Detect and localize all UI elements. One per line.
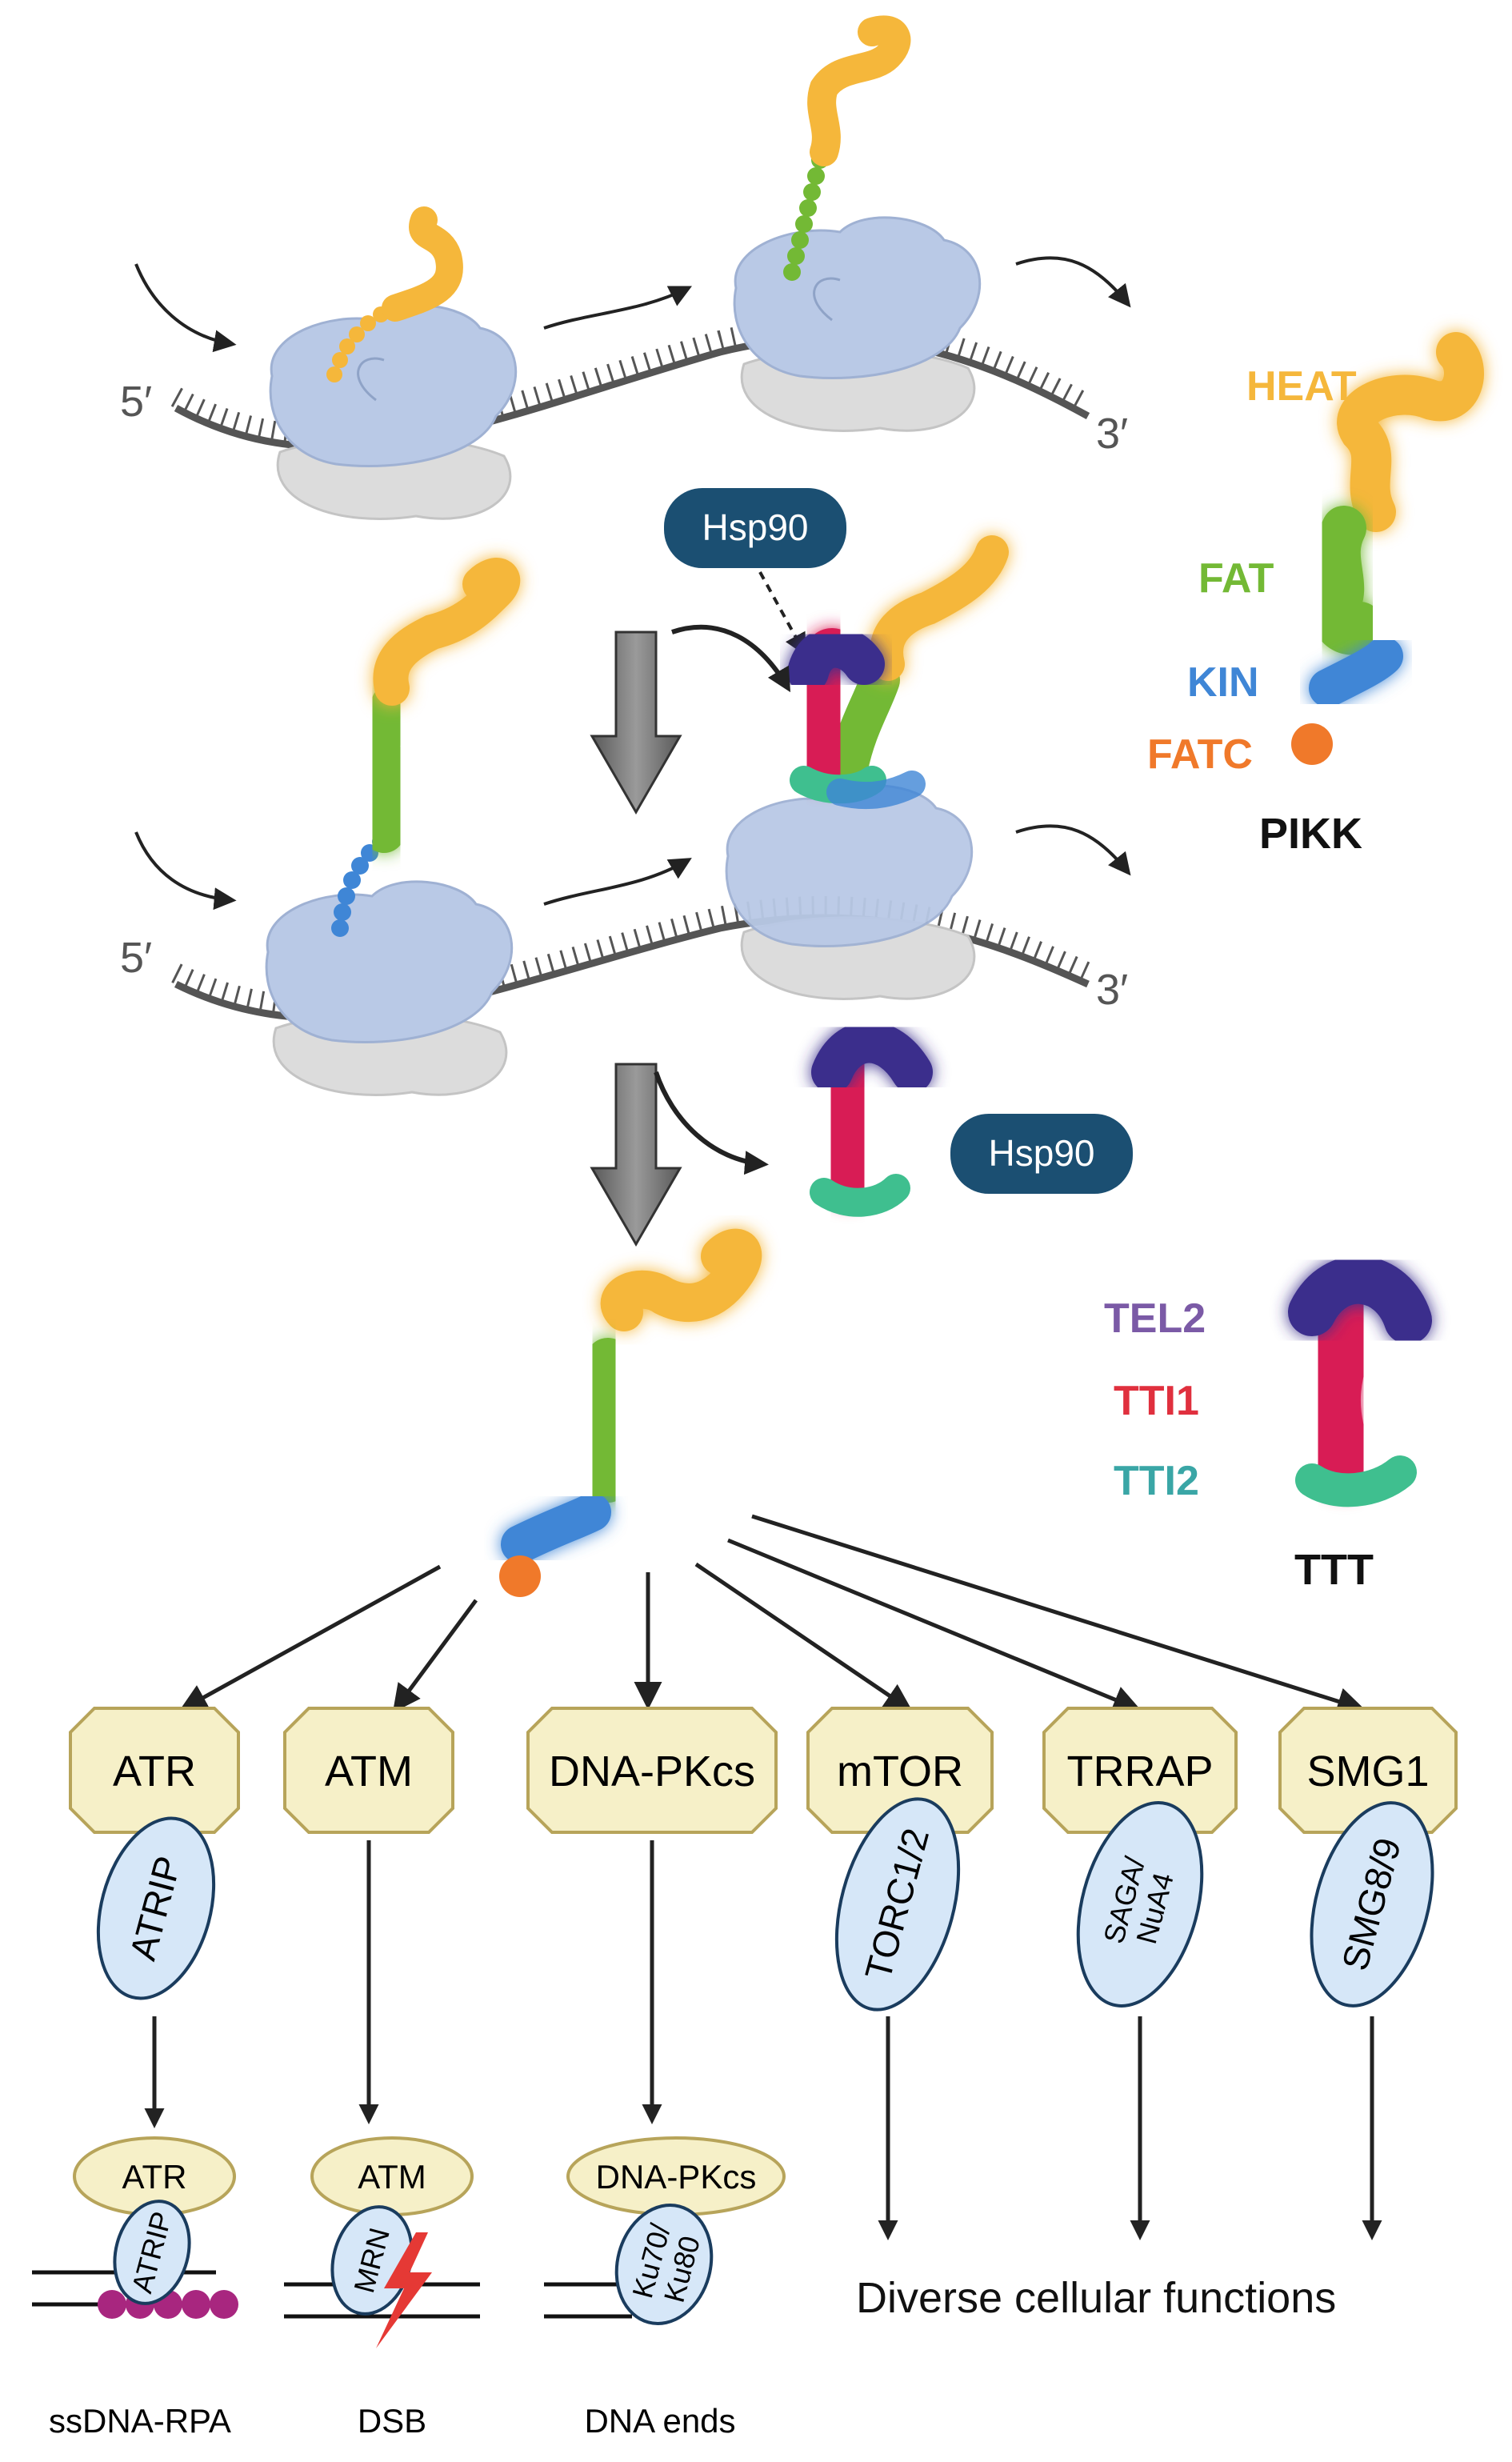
translation-row-2: 5′ 3′	[120, 535, 1131, 1096]
curved-arrow-release	[654, 1071, 769, 1175]
mrna-ticks	[170, 317, 1094, 446]
partner-atrip: ATRIP	[96, 1816, 216, 2000]
legend-heat-label: HEAT	[1246, 363, 1357, 410]
kinase-atr: ATR	[69, 1707, 240, 1834]
pikk-legend: HEAT FAT KIN FATC PIKK	[1147, 332, 1484, 858]
pikk-fat-domain	[1312, 506, 1382, 655]
context-atm-label: ATM	[358, 2158, 426, 2196]
hsp90-label-1: Hsp90	[702, 506, 809, 548]
legend-kin-label: KIN	[1187, 659, 1259, 706]
flow-arrow-1b	[543, 286, 693, 330]
five-prime-label: 5′	[120, 378, 152, 426]
ribosome-4	[725, 784, 976, 1000]
context-dnapkcs-label: DNA-PKcs	[596, 2158, 757, 2196]
partner-row: ATRIP TORC1/2 SAGA/NuA4 SMG8/9	[96, 1797, 1434, 2012]
five-prime-label-2: 5′	[120, 934, 152, 982]
fanout-arrows	[178, 1514, 1366, 1715]
context-dna-ends: DNA-PKcs Ku70/Ku80 DNA ends	[544, 2136, 786, 2440]
partner-torc: TORC1/2	[834, 1797, 961, 2012]
legend-fat-label: FAT	[1198, 555, 1274, 602]
kinase-trrap-label: TRRAP	[1066, 1747, 1213, 1795]
translation-row-1: 5′ 3′	[120, 15, 1131, 520]
ttt-bound-pikk	[787, 535, 1009, 810]
flow-arrow-2b	[543, 858, 692, 906]
dsb-lightning-icon	[376, 2232, 432, 2348]
kinase-row: ATR ATM DNA-PKcs mTOR TRRAP SMG1	[69, 1707, 1458, 1834]
curved-arrow-to-ttt	[671, 624, 791, 693]
nascent-chain-2	[783, 15, 911, 281]
flow-arrow-2a	[134, 831, 237, 911]
kinase-mtor-label: mTOR	[837, 1747, 963, 1795]
three-prime-label-2: 3′	[1096, 966, 1128, 1014]
legend-tel2-label: TEL2	[1104, 1295, 1206, 1342]
kinase-dnapkcs: DNA-PKcs	[526, 1707, 778, 1834]
legend-tti1-label: TTI1	[1114, 1378, 1199, 1424]
legend-ttt-title: TTT	[1294, 1546, 1374, 1594]
legend-pikk-title: PIKK	[1259, 810, 1362, 858]
hsp90-chip-1: Hsp90	[664, 488, 846, 568]
pikk-fatc-domain	[1291, 723, 1333, 765]
kinase-atm-label: ATM	[325, 1747, 413, 1795]
downstream-arrows	[144, 1840, 1382, 2240]
three-prime-label: 3′	[1096, 410, 1128, 458]
pikk-heat-domain	[1337, 332, 1484, 532]
flow-arrow-2c	[1015, 824, 1131, 876]
kinase-atr-label: ATR	[113, 1747, 196, 1795]
hsp90-label-2: Hsp90	[989, 1132, 1095, 1174]
nascent-chain-3	[331, 558, 521, 937]
legend-fatc-label: FATC	[1147, 731, 1253, 778]
outcome-label: Diverse cellular functions	[856, 2274, 1336, 2322]
hsp90-chip-2: Hsp90	[950, 1114, 1133, 1194]
context-ssdna-rpa: ATR ATRIP ssDNA-RPA	[32, 2136, 238, 2440]
flow-arrow-1a	[134, 263, 237, 353]
kinase-atm: ATM	[283, 1707, 454, 1834]
kinase-trrap: TRRAP	[1042, 1707, 1238, 1834]
legend-tti2-label: TTI2	[1114, 1458, 1199, 1504]
kinase-mtor: mTOR	[806, 1707, 994, 1834]
context-ssdna-rpa-label: ssDNA-RPA	[49, 2402, 231, 2440]
ribosome-1	[269, 304, 518, 520]
gray-step-arrow-1	[590, 631, 682, 815]
context-atr-label: ATR	[122, 2158, 187, 2196]
gray-step-arrow-2	[590, 1063, 682, 1247]
partner-smg89: SMG8/9	[1310, 1801, 1434, 2008]
released-ttt	[810, 1021, 933, 1217]
kinase-smg1-label: SMG1	[1306, 1747, 1429, 1795]
partner-saga: SAGA/NuA4	[1076, 1801, 1204, 2008]
hsp90-dashed-arrow	[758, 571, 806, 656]
kinase-dnapkcs-label: DNA-PKcs	[549, 1747, 755, 1795]
nascent-chain-1	[326, 206, 463, 382]
ribosome-3	[265, 880, 514, 1096]
context-dsb: ATM MRN DSB	[284, 2136, 480, 2440]
flow-arrow-1c	[1015, 256, 1131, 308]
ribosome-2	[733, 216, 982, 432]
ttt-legend: TEL2 TTI1 TTI2 TTT	[1104, 1255, 1432, 1594]
kinase-smg1: SMG1	[1278, 1707, 1458, 1834]
pikk-kin-domain	[1309, 637, 1403, 707]
context-dsb-label: DSB	[358, 2402, 426, 2440]
mature-pikk	[499, 1228, 762, 1597]
context-dna-ends-label: DNA ends	[584, 2402, 735, 2440]
